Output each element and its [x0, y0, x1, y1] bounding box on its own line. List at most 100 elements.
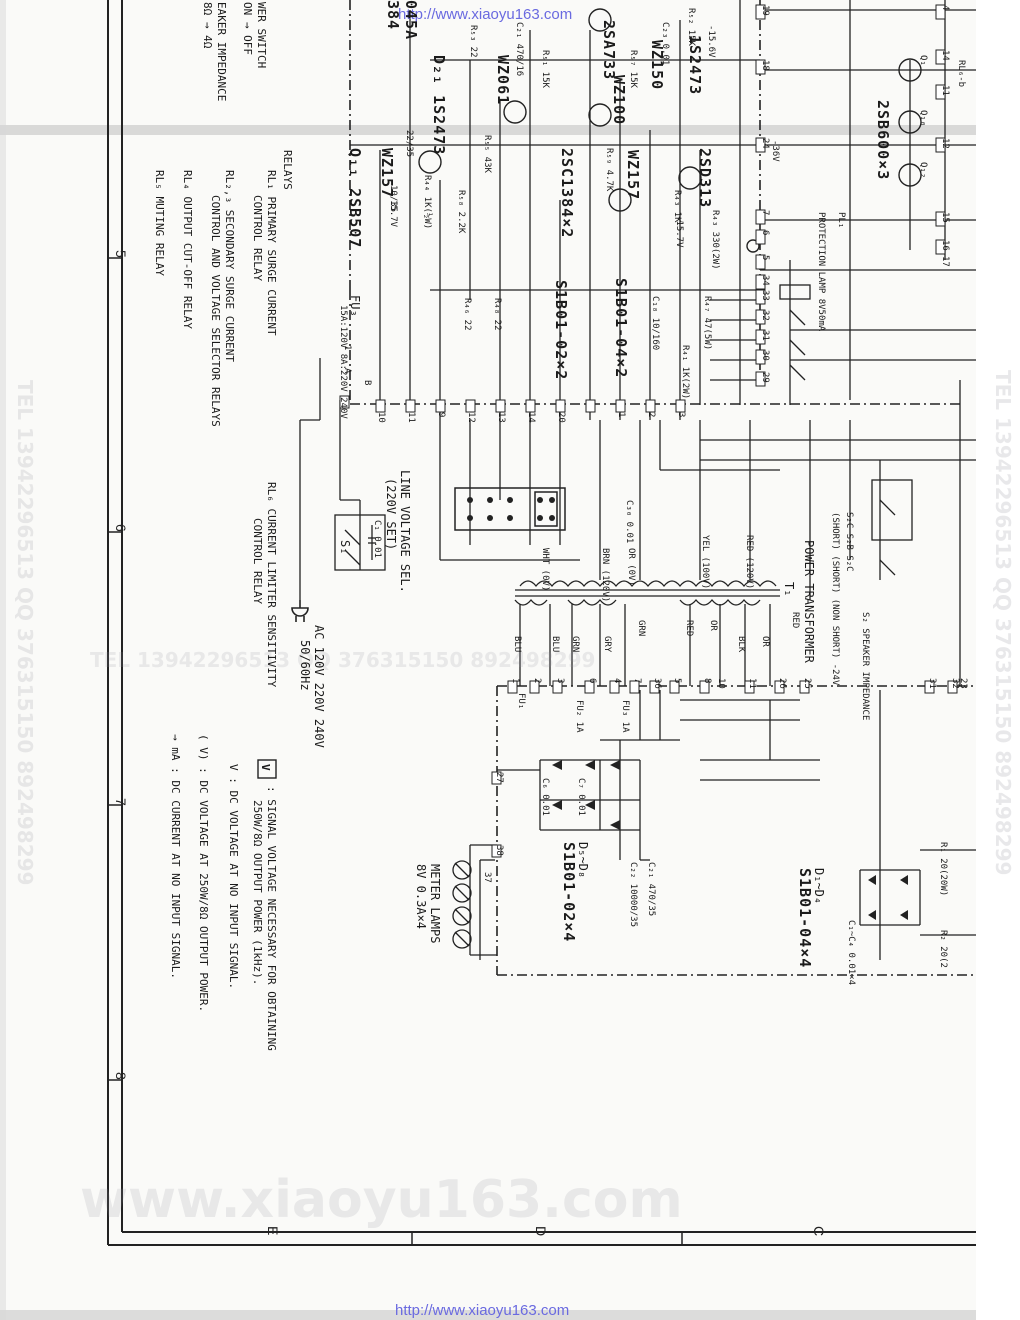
source-url-top[interactable]: http://www.xiaoyu163.com — [398, 6, 573, 23]
label-wire-or: OR — [708, 620, 718, 631]
relays-rl23-desc: CONTROL AND VOLTAGE SELECTOR RELAYS — [209, 195, 222, 427]
label-r43b: R₄₃ 330(2W) — [710, 210, 720, 270]
watermark-bottom: www.xiaoyu163.com — [80, 1170, 683, 1230]
part-wz100: WZ100 — [610, 75, 628, 126]
label-red-120v: RED (120V) — [744, 535, 754, 590]
label-brn: BRN (120V) — [600, 548, 610, 603]
term-a-13: 13 — [496, 412, 506, 423]
term-r-30: 30 — [760, 350, 770, 361]
part-s1b01-02: S1B01-02×2 — [552, 280, 570, 381]
part-2sb600: 2SB600×3 — [874, 100, 892, 181]
term-b-2: 2 — [532, 678, 542, 684]
term-a-20: 20 — [556, 412, 566, 423]
term-r-31: 31 — [760, 330, 770, 341]
note-impedance-values: 8Ω → 4Ω — [201, 2, 214, 49]
label-t1: T₁ — [782, 582, 796, 597]
term-b-1: 1 — [510, 678, 520, 684]
term-r-34: 34 — [760, 275, 770, 286]
legend-dc-current: → mA : DC CURRENT AT NO INPUT SIGNAL. — [169, 734, 182, 980]
term-r-7: 7 — [760, 210, 770, 216]
label-c-001: C₂₃ 0.01 — [660, 22, 670, 66]
term-r-18: 18 — [760, 60, 770, 71]
label-s1: S₁ — [338, 540, 352, 555]
label-r44: R₄₄ 1K(½W) — [422, 175, 432, 230]
label-r55: R₅₅ 43K — [482, 135, 492, 173]
term-b-31: 31 — [927, 678, 937, 689]
source-url-bottom[interactable]: http://www.xiaoyu163.com — [395, 1302, 570, 1319]
note-power-switch: WER SWITCH — [255, 2, 268, 69]
term-a-14: 14 — [526, 412, 536, 423]
label-c22: C₂₂ 10000/35 — [628, 862, 638, 928]
part-wz157-b: WZ157 — [624, 150, 642, 201]
term-b-7: 7 — [632, 678, 642, 684]
zone-col-6: 6 — [113, 524, 129, 532]
term-r-12: 12 — [940, 138, 950, 149]
label-wht: WHT (0V) — [540, 548, 550, 592]
legend-dc-voltage-output: ( V) : DC VOLTAGE AT 250W/8Ω OUTPUT POWE… — [197, 734, 210, 1013]
label-meter-rating: 8V 0.3A×4 — [414, 864, 428, 930]
term-r-29: 29 — [760, 372, 770, 383]
term-a-1: 1 — [342, 345, 352, 351]
label-v-15-7b: -15.7V — [674, 215, 684, 248]
label-line-voltage-sel: LINE VOLTAGE SEL. — [398, 470, 412, 593]
zone-row-e: E — [265, 1226, 281, 1236]
term-b-4: 4 — [612, 678, 622, 684]
term-a-1b: 1 — [616, 412, 626, 418]
term-a-3: 3 — [676, 412, 686, 418]
label-c-10-160: C₁₈ 10/160 — [650, 296, 660, 351]
relays-rl1: RL₁ PRIMARY SURGE CURRENT — [265, 170, 278, 336]
label-c1: C₁ 0.01 — [372, 520, 382, 558]
label-c-470-16: C₂₁ 470/16 — [514, 22, 524, 77]
term-a-b: B — [362, 380, 372, 386]
part-s1b01-02-x4: S1B01-02×4 — [560, 842, 578, 943]
part-s1b01-04: S1B01-04×2 — [612, 278, 630, 379]
label-r51: R₅₁ 15K — [540, 50, 550, 88]
label-r57: R₅₇ 15K — [628, 50, 638, 88]
part-2sa733: 2SA733 — [600, 20, 618, 81]
label-r46: R₄₆ 22 — [462, 298, 472, 331]
label-wire-gry: GRY — [602, 636, 612, 653]
relays-rl23: RL₂,₃ SECONDARY SURGE CURRENT — [223, 170, 236, 363]
term-c-27: 27 — [494, 772, 504, 783]
label-s2: S₂C S₂B S₂C — [844, 512, 854, 572]
label-wire-red-2: RED — [790, 612, 800, 629]
label-yel: YEL (100V) — [700, 535, 710, 590]
term-r-5: 5 — [760, 255, 770, 261]
label-c30: C₃₀ 0.01 — [624, 500, 634, 544]
label-v-15-7: 15.7V — [388, 200, 398, 228]
label-protection-lamp: PROTECTION LAMP 8V50mA — [816, 212, 826, 332]
part-d21-1s2473: D₂₁ 1S2473 — [430, 55, 448, 156]
label-q12: Q₁₂ — [918, 162, 928, 179]
term-b-26: 26 — [777, 678, 787, 689]
part-384: 384 — [384, 0, 402, 31]
term-a-11: 11 — [406, 412, 416, 423]
label-fu1: FU₁ — [516, 693, 526, 710]
label-wire-blu-2: BLU — [550, 636, 560, 653]
term-r-33: 33 — [760, 290, 770, 301]
term-b-10: 10 — [716, 678, 726, 689]
zone-col-8: 8 — [113, 1072, 129, 1080]
label-short-nonshort: (SHORT) (SHORT) (NON SHORT) -24V — [830, 512, 840, 686]
term-a-a: A — [342, 368, 352, 374]
term-r-32: 32 — [760, 310, 770, 321]
label-fu2: FU₂ 1A — [574, 700, 584, 733]
term-a-9: 9 — [436, 412, 446, 418]
relays-heading: RELAYS — [281, 150, 294, 190]
term-r-19: 19 — [760, 5, 770, 16]
relays-rl6: RL₆ CURRENT LIMITER SENSITIVITY — [265, 482, 278, 688]
label-ac-hz: 50/60Hz — [298, 640, 312, 691]
label-q1: Q₁ — [918, 55, 928, 66]
zone-row-d: D — [533, 1226, 549, 1237]
label-c7: C₇ 0.01 — [576, 778, 586, 816]
label-fu3: FU₃ — [348, 295, 362, 317]
part-d1-d4: D₁~D₄ — [812, 868, 826, 905]
label-q10: Q₁₀ — [918, 110, 928, 127]
label-r53: R₅₃ 22 — [468, 25, 478, 58]
part-s1b01-04-x4: S1B01-04×4 — [796, 868, 814, 969]
legend-dc-voltage: V : DC VOLTAGE AT NO INPUT SIGNAL. — [227, 764, 240, 990]
label-r48: R₄₈ 22 — [492, 298, 502, 331]
label-c6: C₆ 0.01 — [540, 778, 550, 816]
term-r-15: 15 — [940, 212, 950, 223]
